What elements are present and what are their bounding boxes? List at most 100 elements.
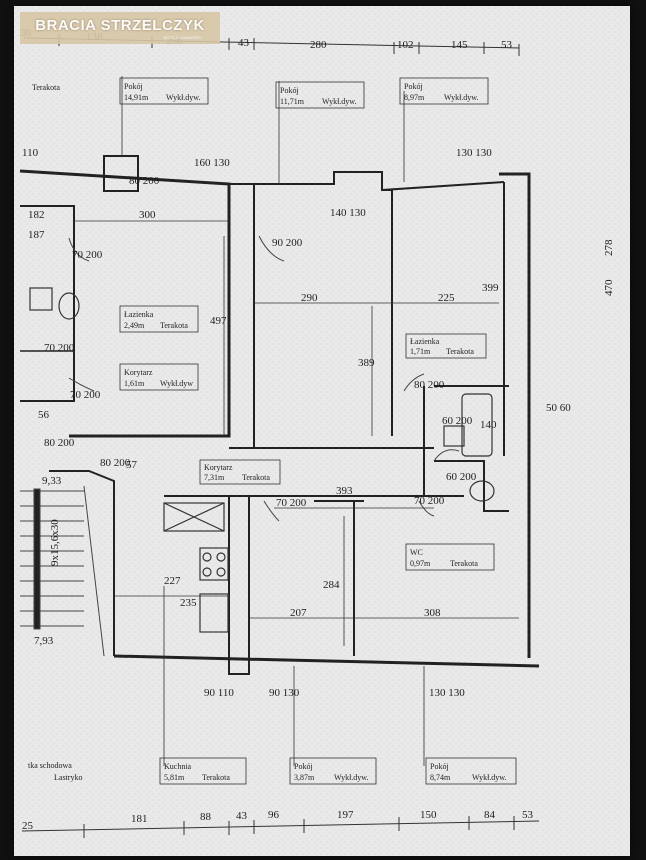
dim-inner-stairs: 9x15,6x30	[49, 519, 61, 566]
room-label-texts: Pokój 14,91m Wykł.dyw. Pokój 11,71m Wykł…	[28, 82, 507, 782]
dim-bottom-4: 96	[268, 809, 280, 821]
room-pokoj-3-finish: Wykł.dyw.	[444, 93, 479, 102]
dim-inner-80-200: 80 200	[129, 175, 160, 187]
room-pokoj-4-finish: Wykł.dyw.	[334, 773, 369, 782]
room-pokoj-2-finish: Wykł.dyw.	[322, 97, 357, 106]
room-klatka-line2: Lastryko	[54, 773, 82, 782]
dim-inner-389: 389	[358, 357, 375, 369]
dim-inner-284: 284	[323, 579, 340, 591]
room-pokoj-4-area: 3,87m	[294, 773, 315, 782]
dim-inner-90-130: 90 130	[269, 687, 300, 699]
bottom-dimension-labels: 25 181 88 43 96 197 150 84 53	[22, 809, 534, 832]
dim-inner-160-130: 160 130	[194, 157, 230, 169]
room-pokoj-2-area: 11,71m	[280, 97, 305, 106]
dim-bottom-2: 88	[200, 811, 212, 823]
room-pokoj-4-name: Pokój	[294, 762, 313, 771]
dim-inner-470: 470	[603, 279, 615, 296]
dim-bottom-6: 150	[420, 809, 437, 821]
room-pokoj-3-name: Pokój	[404, 82, 423, 91]
dim-inner-110: 110	[22, 147, 39, 159]
dim-inner-60-200: 60 200	[442, 415, 473, 427]
dim-inner-80-200-c: 80 200	[414, 379, 445, 391]
dim-bottom-0: 25	[22, 820, 34, 832]
dim-inner-50-60: 50 60	[546, 402, 571, 414]
dim-inner-70-200-d: 70 200	[276, 497, 307, 509]
room-korytarz-2-area: 7,31m	[204, 473, 225, 482]
dim-bottom-7: 84	[484, 809, 496, 821]
brand-logo-watermark: BRACIA STRZELCZYK NIERUCHOMOŚCI	[20, 12, 220, 44]
room-lazienka-1-area: 2,49m	[124, 321, 145, 330]
room-lazienka-1-name: Łazienka	[124, 310, 154, 319]
dim-inner-300: 300	[139, 209, 156, 221]
dim-inner-187: 187	[28, 229, 45, 241]
interior-dimension-lines	[74, 76, 519, 766]
dim-top-3: 43	[238, 37, 250, 49]
room-klatka-line1: tka schodowa	[28, 761, 72, 770]
dim-inner-182: 182	[28, 209, 45, 221]
toilet-icon	[58, 292, 80, 320]
dim-inner-207: 207	[290, 607, 307, 619]
dim-inner-57: 57	[126, 459, 138, 471]
room-korytarz-1-name: Korytarz	[124, 368, 153, 377]
kitchen-sink-icon	[199, 593, 229, 633]
room-pokoj-1-name: Pokój	[124, 82, 143, 91]
dim-bottom-8: 53	[522, 809, 534, 821]
cabinet-icon	[163, 502, 225, 532]
scanned-floor-plan-page: 30 138 256 43 280 102 145 53	[14, 6, 630, 856]
room-korytarz-2-finish: Terakota	[242, 473, 270, 482]
dim-inner-80-200-d: 80 200	[100, 457, 131, 469]
room-kuchnia-finish: Terakota	[202, 773, 230, 782]
dim-inner-399: 399	[482, 282, 499, 294]
dim-inner-60-200-b: 60 200	[446, 471, 477, 483]
room-pokoj-5-finish: Wykł.dyw.	[472, 773, 507, 782]
room-korytarz-2-name: Korytarz	[204, 463, 233, 472]
dim-bottom-5: 197	[337, 809, 354, 821]
room-pokoj-2-name: Pokój	[280, 86, 299, 95]
walls	[19, 155, 540, 675]
bathroom-fixtures	[29, 287, 495, 633]
dim-bottom-3: 43	[236, 810, 248, 822]
sink-icon	[29, 287, 53, 311]
dim-top-6: 145	[451, 39, 468, 51]
dim-inner-70-200-c: 70 200	[70, 389, 101, 401]
dim-inner-227: 227	[164, 575, 181, 587]
brand-subtitle: NIERUCHOMOŚCI	[163, 35, 202, 40]
dim-inner-90-110: 90 110	[204, 687, 234, 699]
toilet-icon	[469, 480, 495, 502]
dim-inner-793: 7,93	[34, 635, 54, 647]
sink-icon	[443, 425, 465, 447]
room-pokoj-3-area: 8,97m	[404, 93, 425, 102]
dim-top-7: 53	[501, 39, 513, 51]
room-labels	[119, 77, 517, 785]
doors	[68, 235, 460, 522]
bathtub-icon	[461, 393, 493, 457]
room-lazienka-2-name: Łazienka	[410, 337, 440, 346]
room-lazienka-1-finish: Terakota	[160, 321, 188, 330]
dim-inner-70-200-b: 70 200	[44, 342, 75, 354]
floor-plan-drawing: 30 138 256 43 280 102 145 53	[14, 6, 630, 856]
dim-bottom-1: 181	[131, 813, 148, 825]
room-korytarz-1-area: 1,61m	[124, 379, 145, 388]
dim-inner-80-200-b: 80 200	[44, 437, 75, 449]
room-pokoj-1-area: 14,91m	[124, 93, 149, 102]
room-pokoj-1-finish: Wykł.dyw.	[166, 93, 201, 102]
dim-inner-140: 140	[480, 419, 497, 431]
dim-inner-393: 393	[336, 485, 353, 497]
room-lazienka-2-area: 1,71m	[410, 347, 431, 356]
dim-top-4: 280	[310, 39, 327, 51]
room-korytarz-1-finish: Wykł.dyw	[160, 379, 193, 388]
paper-background	[14, 6, 630, 856]
room-corner-top-finish: Terakota	[32, 83, 60, 92]
dim-inner-70-200-e: 70 200	[414, 495, 445, 507]
dim-inner-278: 278	[603, 239, 615, 256]
dim-top-5: 102	[397, 39, 414, 51]
room-kuchnia-area: 5,81m	[164, 773, 185, 782]
dim-inner-130-130: 130 130	[456, 147, 492, 159]
dim-inner-140-130: 140 130	[330, 207, 366, 219]
brand-name: BRACIA STRZELCZYK	[35, 17, 205, 34]
staircase	[20, 485, 105, 657]
dim-inner-290: 290	[301, 292, 318, 304]
dim-inner-225: 225	[438, 292, 455, 304]
room-wc-finish: Terakota	[450, 559, 478, 568]
dim-inner-130-130-b: 130 130	[429, 687, 465, 699]
